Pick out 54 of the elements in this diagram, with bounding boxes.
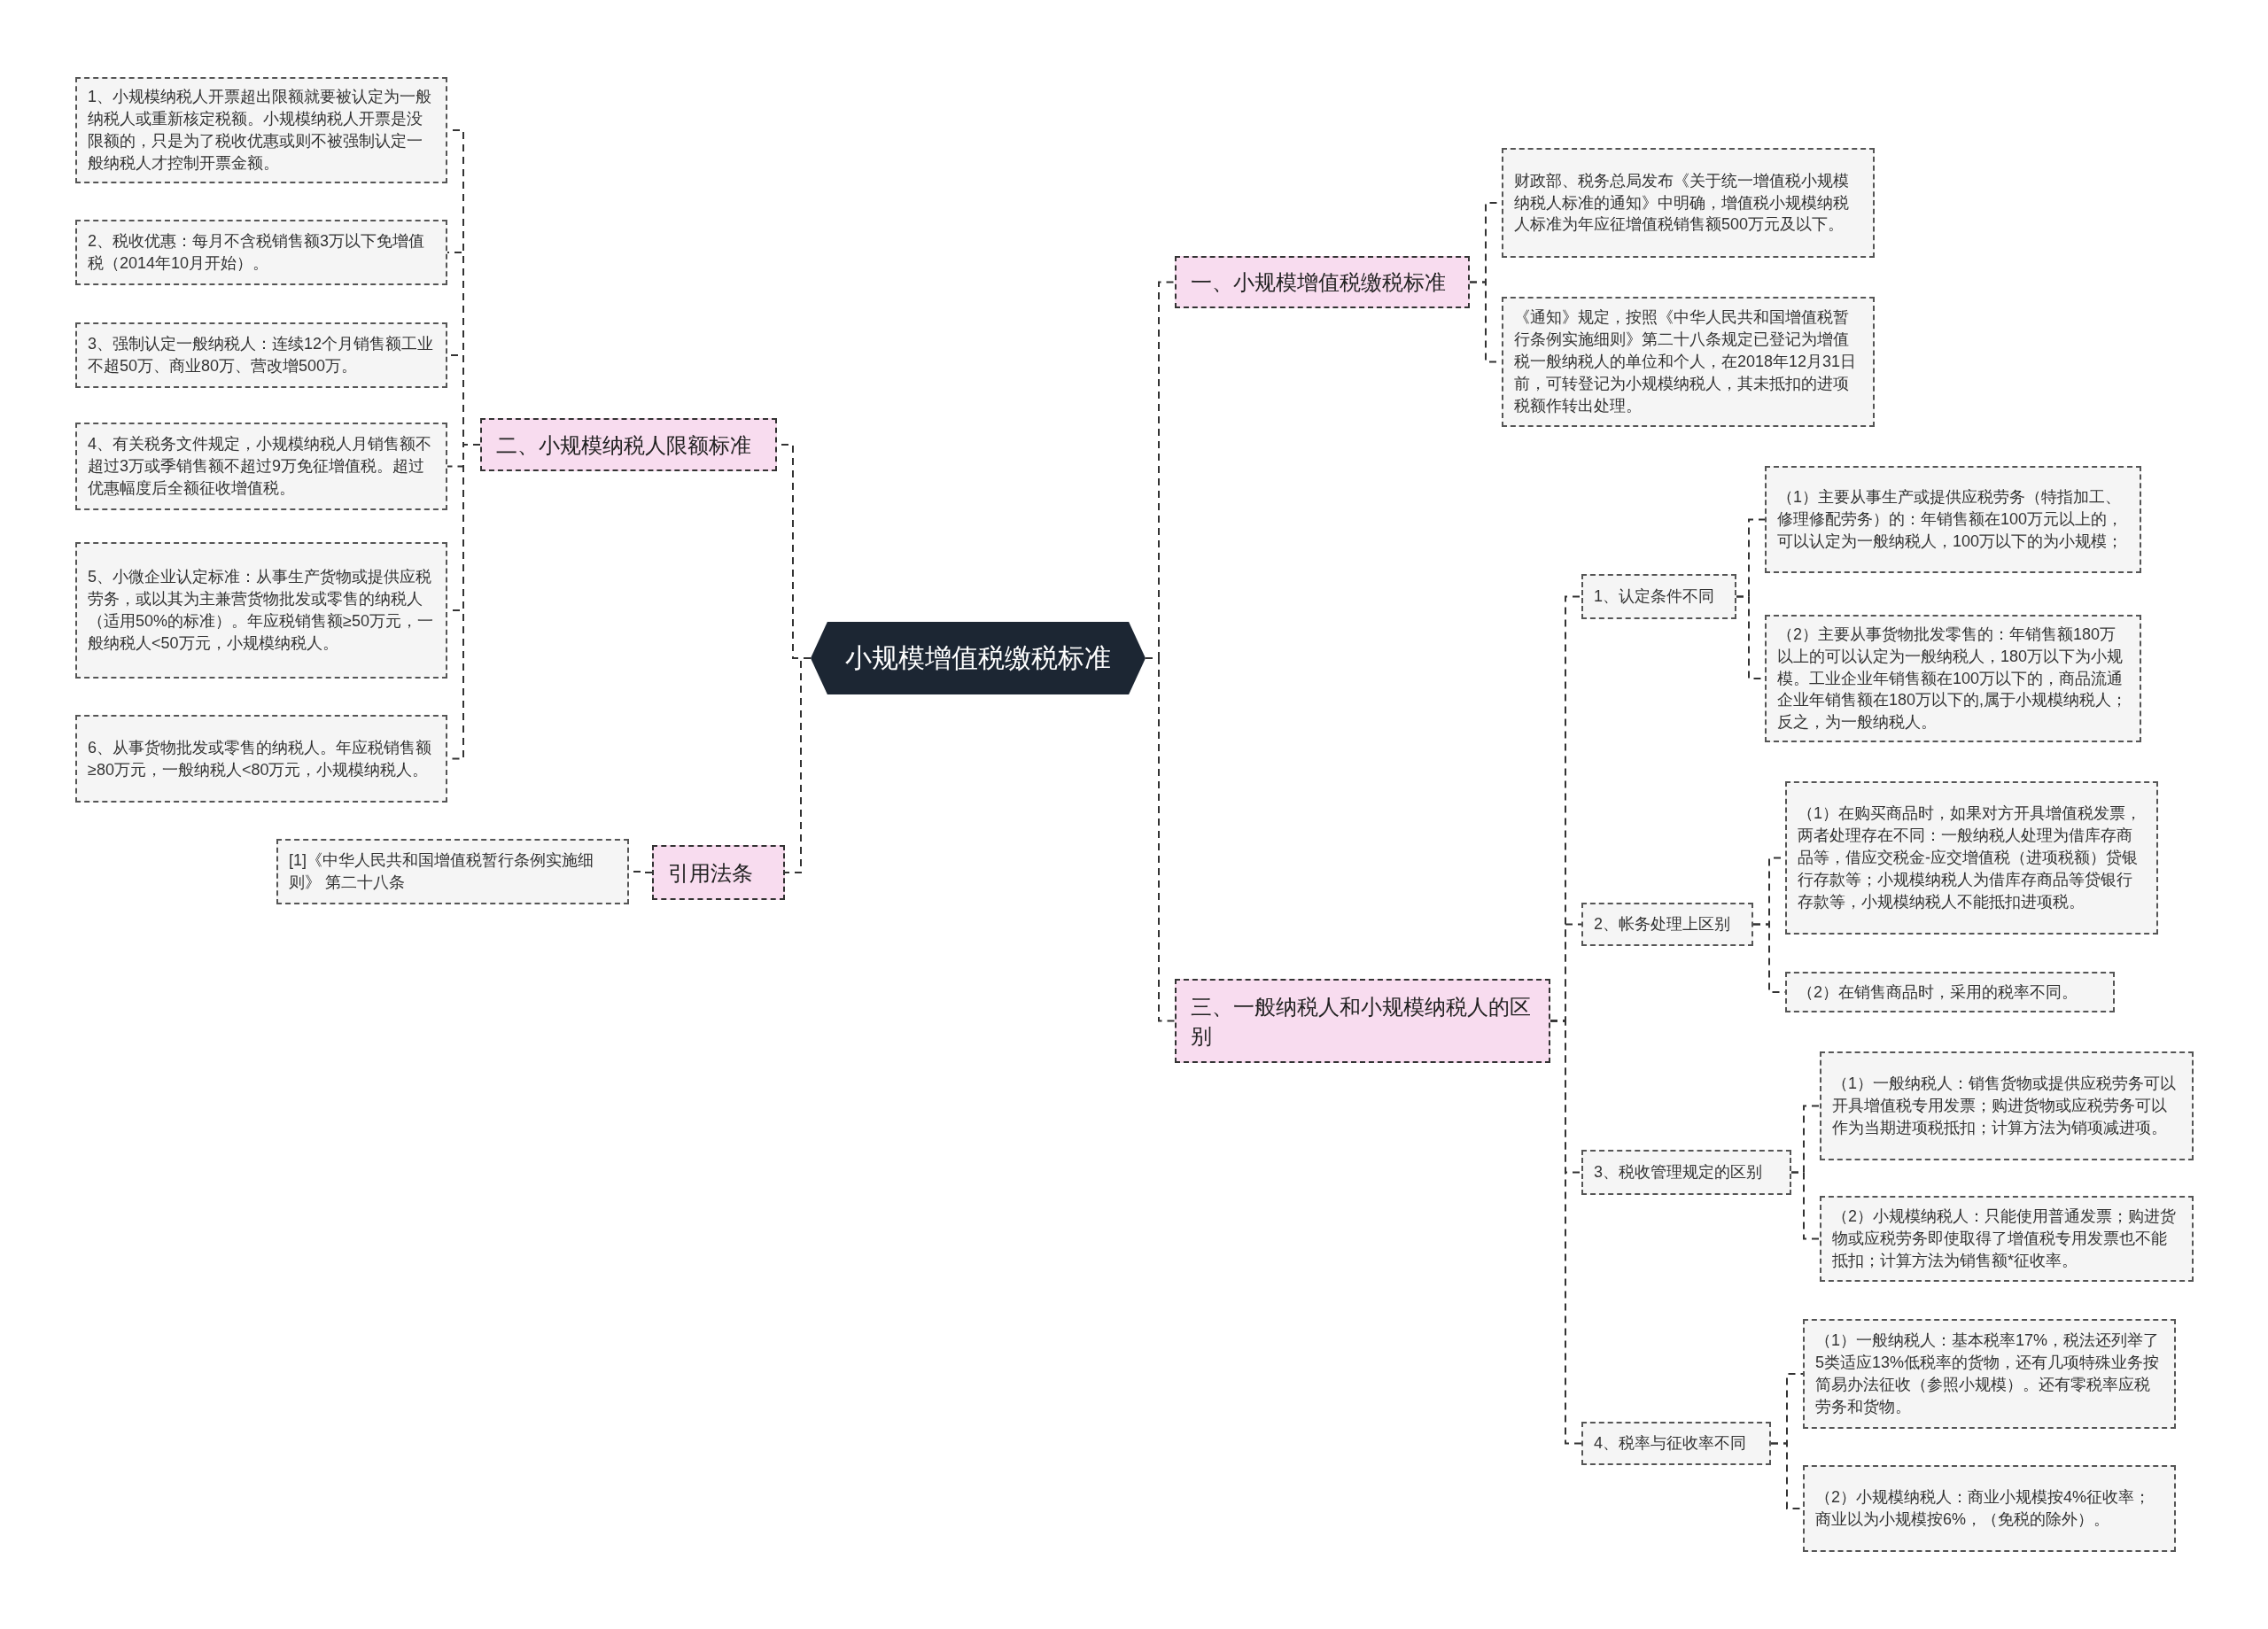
node-text: （2）小规模纳税人：商业小规模按4%征收率；商业以为小规模按6%，（免税的除外）。	[1815, 1487, 2152, 1530]
note-box	[1803, 1319, 2176, 1429]
topic-box	[1175, 979, 1550, 1063]
note-box	[75, 322, 447, 388]
node-text: 引用法条	[668, 859, 754, 887]
note-box	[75, 542, 447, 679]
node-text: 6、从事货物批发或零售的纳税人。年应税销售额≥80万元，一般纳税人<80万元，小规模纳税人。	[88, 737, 432, 780]
connector-line	[1550, 1020, 1582, 1445]
node-text: 1、小规模纳税人开票超出限额就要被认定为一般纳税人或重新核定税额。小规模纳税人开票是没限额的，只是为了税收优惠或则不被强制认定一般纳税人才控制开票金额。	[88, 87, 432, 174]
note-box	[75, 715, 447, 803]
node-text: 5、小微企业认定标准：从事生产货物或提供应税劳务，或以其为主兼营货物批发或零售的纳税人（适用50%的标准）。年应税销售额≥50万元，一般纳税人<50万元，小规模纳税人。	[88, 567, 434, 654]
node-text: 4、有关税务文件规定，小规模纳税人月销售额不超过3万或季销售额不超过9万免征增值税。超过优惠幅度后全额征收增值税。	[88, 434, 432, 499]
topic-box	[1175, 256, 1470, 308]
note-box	[1785, 972, 2115, 1012]
node-text: 二、小规模纳税人限额标准	[496, 431, 752, 459]
node-text: 2、税收优惠：每月不含税销售额3万以下免增值税（2014年10月开始）。	[88, 231, 426, 274]
note-box	[1581, 574, 1736, 619]
node-text: 2、帐务处理上区别	[1594, 914, 1731, 935]
note-box	[1785, 781, 2158, 935]
root-hexagon: 小规模增值税缴税标准	[811, 622, 1146, 694]
node-text: （2）在销售商品时，采用的税率不同。	[1798, 981, 2078, 1003]
note-box	[75, 423, 447, 510]
node-text: （2）主要从事货物批发零售的：年销售额180万以上的可以认定为一般纳税人，180万以下为小规模。工业企业年销售额在100万以下的，商品流通企业年销售额在180万以下的,属于小规模纳税人；反之，为一般纳税人。	[1777, 624, 2129, 733]
note-box	[1581, 1422, 1771, 1465]
note-box	[75, 77, 447, 183]
connector-line	[784, 657, 812, 873]
node-text: （1）一般纳税人：基本税率17%，税法还列举了5类适应13%低税率的货物，还有几项特殊业务按简易办法征收（参照小规模）。还有零税率应税劳务和货物。	[1815, 1330, 2161, 1417]
note-box	[1765, 615, 2141, 743]
node-text: 3、税收管理规定的区别	[1594, 1162, 1763, 1183]
node-text: 1、认定条件不同	[1594, 586, 1715, 608]
note-box	[75, 220, 447, 285]
note-box	[1820, 1051, 2194, 1160]
note-box	[1765, 466, 2141, 573]
node-text: （1）一般纳税人：销售货物或提供应税劳务可以开具增值税专用发票；购进货物或应税劳务可以作为当期进项税抵扣；计算方法为销项减进项。	[1832, 1074, 2177, 1138]
node-text: （1）在购买商品时，如果对方开具增值税发票，两者处理存在不同：一般纳税人处理为借库存商品等，借应交税金-应交增值税（进项税额）贷银行存款等；小规模纳税人为借库存商品等贷银行存款等，小规模纳税人不能抵扣进项税。	[1798, 803, 2142, 912]
node-text: （1）主要从事生产或提供应税劳务（特指加工、修理修配劳务）的：年销售额在100万元以上的，可以认定为一般纳税人，100万以下的为小规模；	[1777, 487, 2124, 552]
connector-line	[1790, 1171, 1821, 1240]
topic-box	[652, 845, 785, 900]
note-box	[1803, 1465, 2176, 1552]
note-box	[276, 839, 629, 904]
node-text: 三、一般纳税人和小规模纳税人的区别	[1191, 993, 1532, 1050]
note-box	[1581, 903, 1753, 946]
topic-box	[480, 418, 777, 471]
note-box	[1820, 1196, 2194, 1282]
node-text: （2）小规模纳税人：只能使用普通发票；购进货物或应税劳务即使取得了增值税专用发票也不能抵扣；计算方法为销售额*征收率。	[1832, 1206, 2177, 1271]
node-text: 财政部、税务总局发布《关于统一增值税小规模纳税人标准的通知》中明确，增值税小规模纳税人标准为年应征增值税销售额500万元及以下。	[1514, 170, 1850, 236]
node-text: 4、税率与征收率不同	[1594, 1433, 1747, 1454]
node-text: 《通知》规定，按照《中华人民共和国增值税暂行条例实施细则》第二十八条规定已登记为增值税一般纳税人的单位和个人，在2018年12月31日前，可转登记为小规模纳税人，其未抵扣的进项税额作转出处理。	[1514, 307, 1858, 416]
node-text: 一、小规模增值税缴税标准	[1191, 269, 1447, 296]
note-box	[1581, 1150, 1791, 1195]
node-text: 3、强制认定一般纳税人：连续12个月销售额工业不超50万、商业80万、营改增500万。	[88, 334, 435, 376]
note-box	[1502, 148, 1875, 258]
note-box	[1502, 297, 1875, 427]
node-text: [1]《中华人民共和国增值税暂行条例实施细则》 第二十八条	[289, 850, 594, 893]
